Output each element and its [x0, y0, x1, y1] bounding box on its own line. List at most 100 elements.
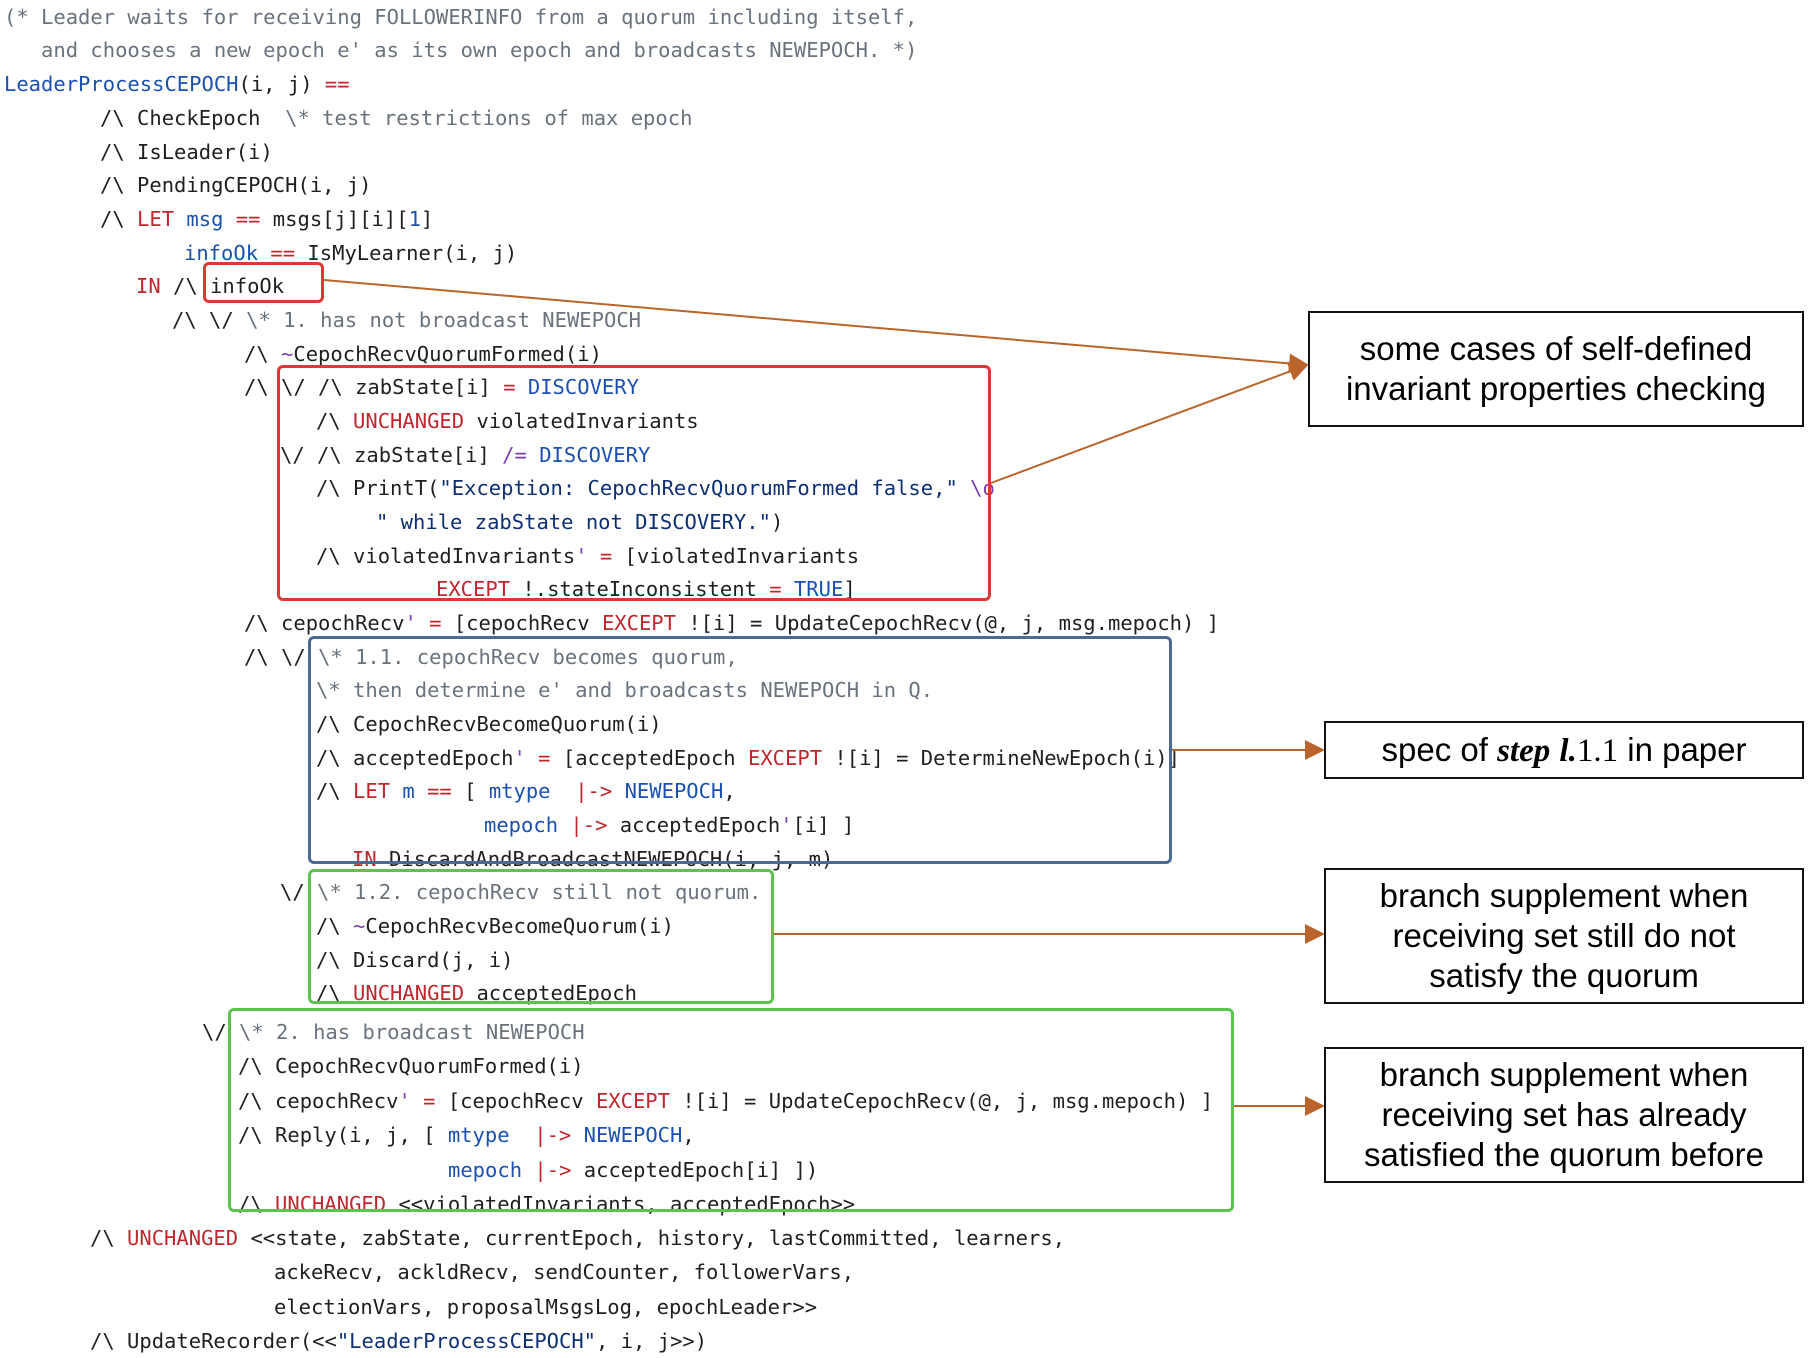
code-token: '	[404, 611, 417, 635]
code-line: /\ acceptedEpoch' = [acceptedEpoch EXCEP…	[316, 741, 1180, 775]
code-token: ,	[723, 779, 736, 803]
code-token: =	[410, 1089, 436, 1113]
step-spec-callout: spec of step l.1.1 in paper	[1324, 721, 1804, 779]
code-token: ,	[682, 1123, 695, 1147]
code-token: \/	[202, 1020, 240, 1044]
code-line: LeaderProcessCEPOCH(i, j) ==	[4, 67, 350, 101]
code-token: mepoch	[448, 1158, 535, 1182]
code-token: EXCEPT	[601, 611, 676, 635]
code-line: /\ violatedInvariants' = [violatedInvari…	[316, 539, 859, 573]
code-line: /\ PrintT("Exception: CepochRecvQuorumFo…	[316, 471, 995, 505]
code-line: \/ \* 1.2. cepochRecv still not quorum.	[280, 875, 761, 909]
already-quorum-line-3: satisfied the quorum before	[1364, 1136, 1764, 1173]
code-token: ackeRecv, ackldRecv, sendCounter, follow…	[274, 1260, 855, 1284]
code-token: '	[398, 1089, 411, 1113]
code-token: <<violatedInvariants, acceptedEpoch>>	[386, 1192, 856, 1216]
code-token: mtype	[488, 779, 576, 803]
code-line: mepoch |-> acceptedEpoch'[i] ]	[484, 808, 854, 842]
code-token: /\ \/	[244, 645, 319, 669]
code-token: |->	[575, 779, 613, 803]
code-token: EXCEPT	[436, 577, 511, 601]
code-line: /\ ~CepochRecvBecomeQuorum(i)	[316, 909, 674, 943]
code-token: /\ Discard(j, i)	[316, 948, 514, 972]
code-token: ==	[427, 779, 452, 803]
code-token: IN	[352, 847, 377, 871]
code-token: ==	[270, 241, 296, 265]
code-token: DISCOVERY	[526, 443, 651, 467]
code-token: UNCHANGED	[353, 409, 465, 433]
code-line: /\ UpdateRecorder(<<"LeaderProcessCEPOCH…	[90, 1324, 707, 1358]
step-spec-prefix: spec of	[1381, 730, 1498, 768]
code-line: /\ Reply(i, j, [ mtype |-> NEWEPOCH,	[238, 1118, 695, 1152]
invariant-check-line-1: some cases of self-defined	[1359, 330, 1753, 367]
code-line: infoOk == IsMyLearner(i, j)	[184, 236, 517, 270]
code-token: /\	[316, 409, 354, 433]
code-line: " while zabState not DISCOVERY.")	[376, 505, 783, 539]
code-token: m	[390, 779, 428, 803]
code-line: IN DiscardAndBroadcastNEWEPOCH(i, j, m)	[352, 842, 833, 876]
code-token: /\ cepochRecv	[244, 611, 405, 635]
code-line: ackeRecv, ackldRecv, sendCounter, follow…	[274, 1255, 854, 1289]
code-token: [cepochRecv	[441, 611, 602, 635]
code-token: [cepochRecv	[435, 1089, 596, 1113]
code-token: ![i] = UpdateCepochRecv(@, j, msg.mepoch…	[670, 1089, 1214, 1113]
invariant-check-callout: some cases of self-defined invariant pro…	[1308, 311, 1804, 427]
code-token: UNCHANGED	[275, 1192, 387, 1216]
code-token: /\	[244, 342, 282, 366]
already-quorum-line-2: receiving set has already	[1381, 1096, 1747, 1133]
code-token: IsMyLearner(i, j)	[295, 241, 518, 265]
code-token: DISCOVERY	[515, 375, 639, 399]
code-token: /\ violatedInvariants	[316, 544, 576, 568]
code-token: violatedInvariants	[464, 409, 699, 433]
code-token: /\	[90, 1226, 128, 1250]
code-token: (i, j)	[238, 72, 325, 96]
code-token: LET	[353, 779, 391, 803]
code-token: '	[575, 544, 588, 568]
step-1-2-highlight-box	[308, 869, 774, 1004]
code-line: mepoch |-> acceptedEpoch[i] ])	[448, 1153, 818, 1187]
code-token: /\ acceptedEpoch	[316, 746, 514, 770]
code-token: " while zabState not DISCOVERY."	[376, 510, 771, 534]
code-token: msgs[j][i][	[260, 207, 409, 231]
code-token: =	[525, 746, 551, 770]
not-quorum-callout: branch supplement when receiving set sti…	[1324, 868, 1804, 1004]
invariant-check-highlight-box	[277, 365, 991, 601]
not-quorum-line-1: branch supplement when	[1379, 877, 1749, 914]
code-line: \/ \* 2. has broadcast NEWEPOCH	[202, 1015, 585, 1049]
code-token: ==	[235, 207, 261, 231]
code-token: '	[513, 746, 526, 770]
not-quorum-line-2: receiving set still do not	[1392, 917, 1736, 954]
code-line: and chooses a new epoch e' as its own ep…	[4, 33, 917, 67]
code-token: /\	[316, 779, 354, 803]
code-token: ]	[420, 207, 434, 231]
code-token: '	[780, 813, 793, 837]
code-line: /\ ~CepochRecvQuorumFormed(i)	[244, 337, 602, 371]
already-quorum-line-1: branch supplement when	[1379, 1056, 1749, 1093]
code-line: electionVars, proposalMsgsLog, epochLead…	[274, 1290, 817, 1324]
code-token: acceptedEpoch[i] ])	[571, 1158, 819, 1182]
code-token: ]	[843, 577, 856, 601]
code-token: \* 1.2. cepochRecv still not quorum.	[317, 880, 762, 904]
step-spec-suffix: in paper	[1618, 730, 1747, 768]
code-token: =	[587, 544, 613, 568]
code-token: /\ UpdateRecorder(<<	[90, 1329, 337, 1353]
step-2-highlight-box	[228, 1008, 1234, 1212]
code-line: \/ /\ zabState[i] /= DISCOVERY	[280, 438, 650, 472]
code-line: /\ \/ \* 1. has not broadcast NEWEPOCH	[172, 303, 641, 337]
code-token: NEWEPOCH	[612, 779, 724, 803]
code-line: /\ cepochRecv' = [cepochRecv EXCEPT ![i]…	[244, 606, 1219, 640]
code-token: \* 1. has not broadcast NEWEPOCH	[246, 308, 642, 332]
code-line: /\ cepochRecv' = [cepochRecv EXCEPT ![i]…	[238, 1084, 1213, 1118]
code-token: )	[770, 510, 784, 534]
code-token: !.stateInconsistent	[510, 577, 770, 601]
code-token: =	[503, 375, 516, 399]
code-token: /\ CheckEpoch	[100, 106, 286, 130]
code-token: \/ /\ zabState[i]	[280, 443, 503, 467]
code-line: /\ Discard(j, i)	[316, 943, 513, 977]
code-token: \* then determine e' and broadcasts NEWE…	[316, 678, 934, 702]
code-line: (* Leader waits for receiving FOLLOWERIN…	[4, 0, 917, 34]
code-token: /\ Reply(i, j, [	[238, 1123, 448, 1147]
code-line: /\ \/ \* 1.1. cepochRecv becomes quorum,	[244, 640, 738, 674]
